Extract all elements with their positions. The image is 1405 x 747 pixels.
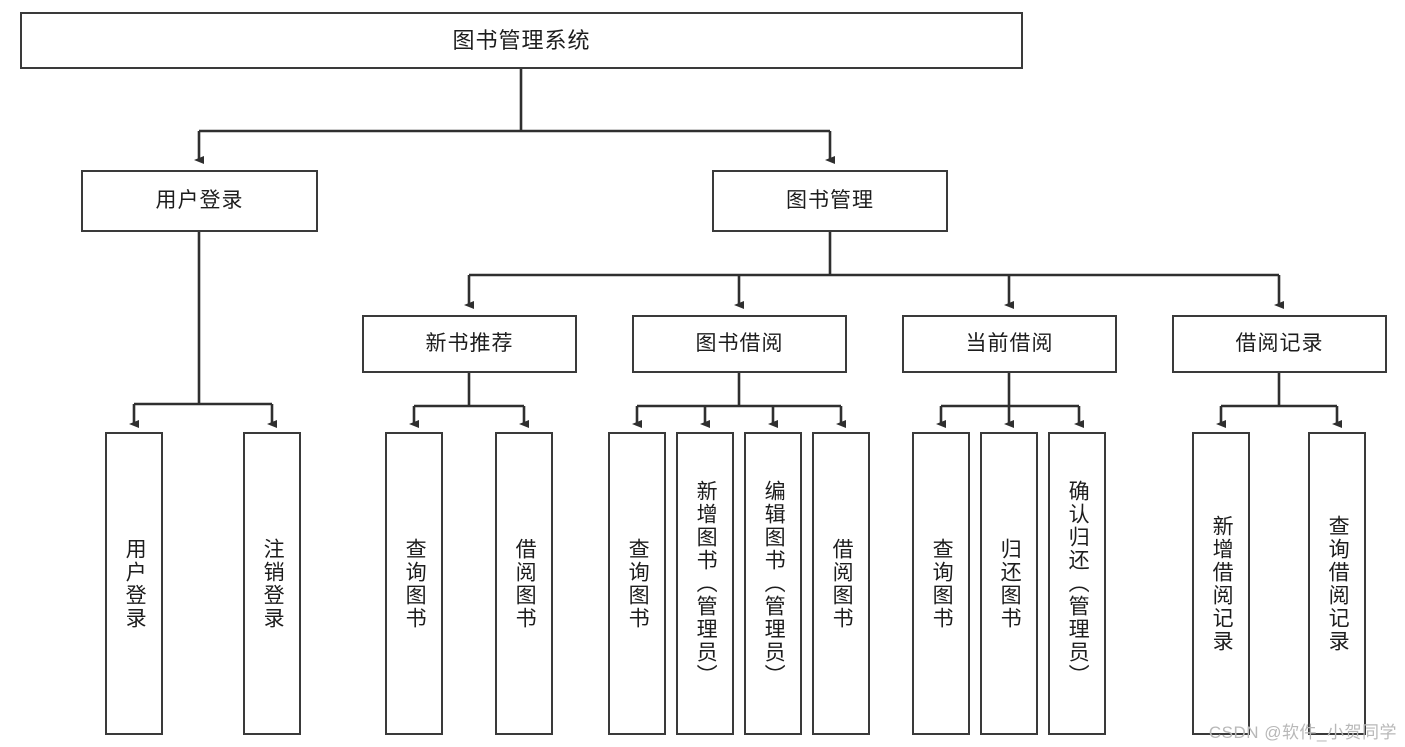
node-label: 用户登录: [155, 188, 244, 212]
node-label: 编辑图书（管理员）: [762, 480, 786, 687]
node-label: 借阅记录: [1235, 331, 1324, 355]
node-leaf-borrow-book-2[interactable]: 借阅图书: [812, 432, 870, 735]
node-label: 确认归还（管理员）: [1066, 480, 1090, 687]
node-leaf-query-book-3[interactable]: 查询图书: [912, 432, 970, 735]
node-root-system[interactable]: 图书管理系统: [20, 12, 1023, 69]
node-label: 当前借阅: [965, 331, 1054, 355]
node-leaf-query-book-1[interactable]: 查询图书: [385, 432, 443, 735]
node-label: 图书借阅: [695, 331, 784, 355]
node-leaf-user-login[interactable]: 用户登录: [105, 432, 163, 735]
node-label: 查询图书: [403, 537, 427, 630]
node-label: 新增借阅记录: [1210, 514, 1234, 653]
node-label: 新增图书（管理员）: [694, 480, 718, 687]
node-label: 查询图书: [626, 537, 650, 630]
node-label: 查询借阅记录: [1326, 514, 1350, 653]
node-current-borrow[interactable]: 当前借阅: [902, 315, 1117, 373]
node-leaf-logout-login[interactable]: 注销登录: [243, 432, 301, 735]
node-label: 归还图书: [998, 537, 1022, 630]
node-borrow-record[interactable]: 借阅记录: [1172, 315, 1387, 373]
node-leaf-return-book[interactable]: 归还图书: [980, 432, 1038, 735]
node-user-login[interactable]: 用户登录: [81, 170, 318, 232]
node-leaf-add-borrow-record[interactable]: 新增借阅记录: [1192, 432, 1250, 735]
node-leaf-borrow-book-1[interactable]: 借阅图书: [495, 432, 553, 735]
watermark: CSDN @软件_小贺同学: [1208, 723, 1397, 742]
node-leaf-edit-book[interactable]: 编辑图书（管理员）: [744, 432, 802, 735]
node-label: 借阅图书: [830, 537, 854, 630]
node-leaf-query-borrow-record[interactable]: 查询借阅记录: [1308, 432, 1366, 735]
node-label: 借阅图书: [513, 537, 537, 630]
node-leaf-query-book-2[interactable]: 查询图书: [608, 432, 666, 735]
node-leaf-confirm-return[interactable]: 确认归还（管理员）: [1048, 432, 1106, 735]
node-leaf-add-book[interactable]: 新增图书（管理员）: [676, 432, 734, 735]
node-new-book-recommend[interactable]: 新书推荐: [362, 315, 577, 373]
node-label: 注销登录: [261, 537, 285, 630]
node-label: 用户登录: [123, 537, 147, 630]
node-label: 图书管理: [786, 188, 874, 212]
node-book-management[interactable]: 图书管理: [712, 170, 948, 232]
node-label: 新书推荐: [425, 331, 514, 355]
node-label: 图书管理系统: [452, 27, 591, 53]
node-label: 查询图书: [930, 537, 954, 630]
node-book-borrow[interactable]: 图书借阅: [632, 315, 847, 373]
